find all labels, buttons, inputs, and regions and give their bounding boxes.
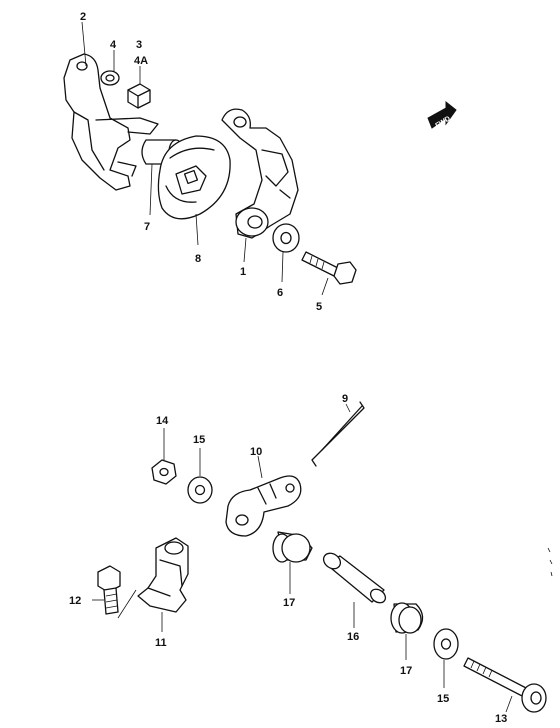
callout-12: 12 (69, 595, 81, 607)
callout-15-lower: 15 (437, 693, 449, 705)
callout-1: 1 (240, 266, 246, 278)
bolt-part-13 (463, 657, 547, 713)
bracket-part-11 (117, 537, 189, 632)
washer-part-15-lower (433, 628, 459, 688)
edge-marks (547, 547, 553, 577)
washer-part-6 (272, 223, 300, 283)
callout-11: 11 (155, 637, 167, 649)
callout-5: 5 (316, 301, 322, 313)
lower-callouts: 9 14 15 10 12 17 11 16 17 15 13 (69, 393, 507, 725)
callout-8: 8 (195, 253, 201, 265)
lever-part-1 (221, 108, 299, 263)
upper-callouts: 2 4 3 4A 7 8 1 6 5 (80, 11, 322, 313)
lever-arm-part-10 (225, 455, 302, 537)
nut-part-14 (151, 428, 177, 485)
nut-part-4 (100, 50, 120, 86)
callout-17-right: 17 (400, 665, 412, 677)
spring-part-9 (311, 401, 365, 467)
callout-9: 9 (342, 393, 348, 405)
lower-assembly (92, 401, 553, 713)
bolt-part-12 (92, 565, 121, 615)
callout-14: 14 (156, 415, 169, 427)
bushing-part-17-right (390, 602, 424, 660)
callout-4: 4 (110, 39, 117, 51)
bushing-part-17-left (272, 531, 313, 594)
callout-15-upper: 15 (193, 434, 205, 446)
callout-6: 6 (277, 287, 283, 299)
callout-2: 2 (80, 11, 86, 23)
cam-plate-part-8 (157, 135, 231, 246)
callout-13: 13 (495, 713, 507, 725)
washer-part-15-upper (187, 448, 213, 504)
callout-4a: 4A (134, 55, 148, 67)
callout-17-left: 17 (283, 597, 295, 609)
callout-3: 3 (136, 39, 142, 51)
callout-7: 7 (144, 221, 150, 233)
bracket-part-2 (63, 21, 159, 191)
bolt-part-5 (301, 251, 357, 296)
bolt-part-3 (127, 66, 151, 109)
callout-10: 10 (250, 446, 262, 458)
sleeve-part-16 (322, 552, 387, 628)
upper-assembly: FWD (63, 21, 457, 296)
front-marker: FWD (427, 100, 457, 130)
callout-16: 16 (347, 631, 359, 643)
